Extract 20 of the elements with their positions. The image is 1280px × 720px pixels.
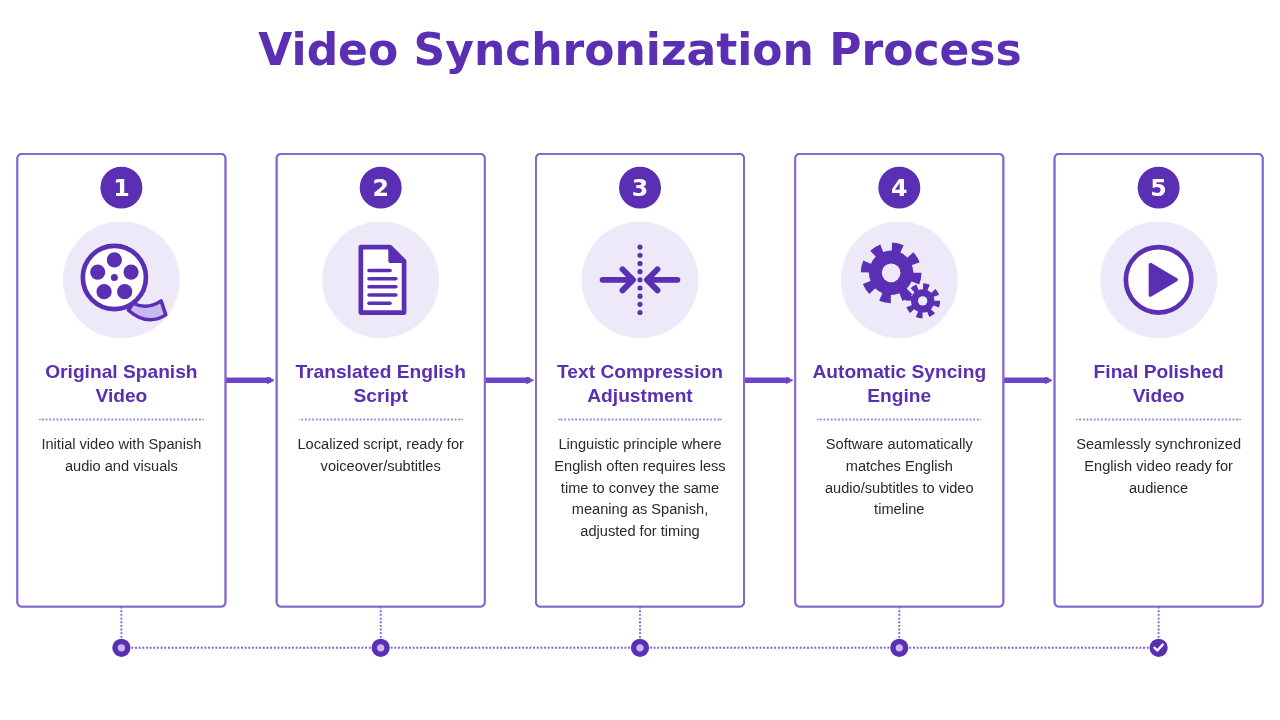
step-heading: Automatic Syncing Engine	[811, 359, 988, 409]
step-description: Seamlessly synchronized English video ready for audience	[1075, 434, 1243, 498]
arrow	[1003, 376, 1053, 385]
node-circle	[371, 638, 390, 657]
step-description: Software automatically matches English audio/subtitles to video timeline	[824, 434, 975, 520]
node-circle	[630, 638, 650, 657]
step-description: Localized script, ready for voiceover/subtitles	[296, 434, 465, 476]
step-heading: Original Spanish Video	[44, 359, 199, 409]
step-heading: Translated English Script	[294, 359, 467, 409]
step-heading: Final Polished Video	[1092, 359, 1225, 409]
step-description: Initial video with Spanish audio and visuals	[40, 434, 203, 476]
node-circle	[1149, 638, 1168, 657]
arrow	[225, 376, 275, 385]
arrow	[484, 376, 534, 385]
step-description: Linguistic principle where English often requires less time to convey the same meaning as Spanish, adjusted for timing	[553, 434, 727, 542]
step-heading: Text Compression Adjustment	[556, 359, 724, 409]
arrow	[744, 376, 794, 385]
node-circle	[890, 638, 909, 657]
title: Video Synchronization Process	[258, 24, 1022, 77]
node-circle	[112, 638, 131, 657]
